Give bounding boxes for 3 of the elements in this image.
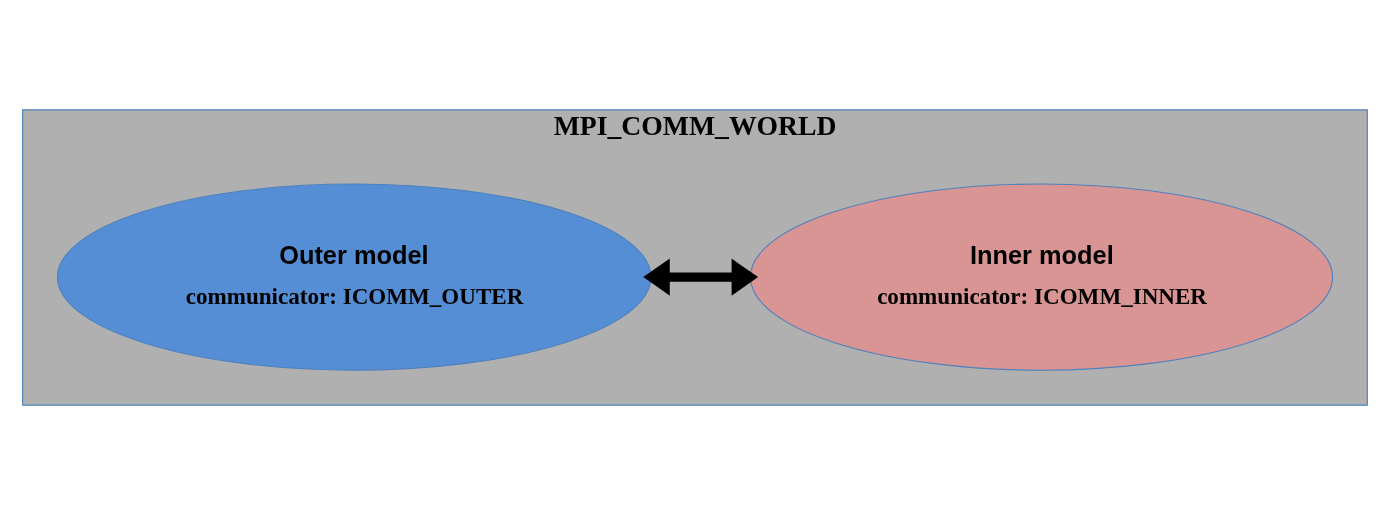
node-ellipse: Inner model communicator: ICOMM_INNER xyxy=(749,182,1334,371)
node-ellipse: Outer model communicator: ICOMM_OUTER xyxy=(56,182,652,371)
arrow xyxy=(643,258,759,296)
